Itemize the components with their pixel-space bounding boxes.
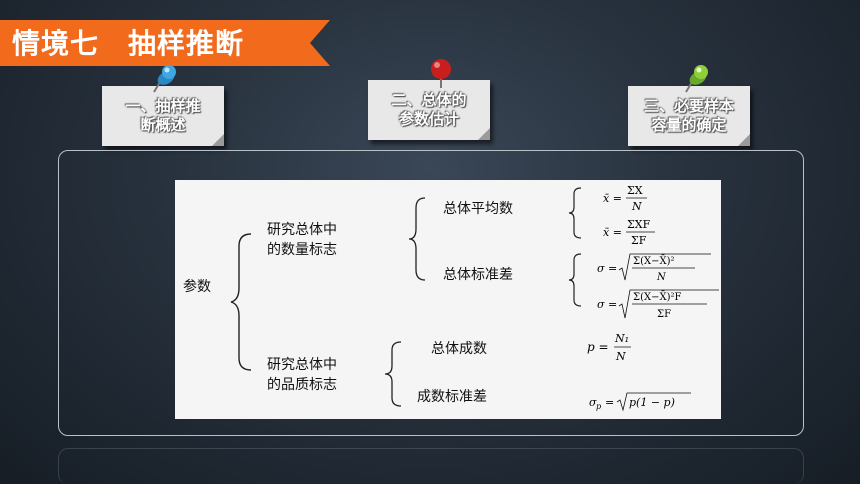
- parameter-diagram: 参数 研究总体中 的数量标志 研究总体中 的品质标志 总体平均数 总体标准差 总…: [175, 180, 721, 419]
- svg-text:p(1 − p): p(1 − p): [629, 396, 675, 409]
- proportion-label: 总体成数: [431, 341, 487, 357]
- pushpin-icon: [431, 59, 451, 88]
- svg-text:σ =: σ =: [597, 298, 617, 311]
- std-brace: [568, 253, 582, 307]
- quantity-brace: [408, 197, 426, 281]
- note-label: 三、必要样本 容量的确定: [643, 97, 734, 134]
- svg-text:x̄ =: x̄ =: [603, 192, 622, 205]
- mean-brace: [568, 187, 582, 239]
- proportion-std-label: 成数标准差: [417, 389, 487, 405]
- root-brace: [230, 233, 252, 371]
- page-title: 情境七 抽样推断: [12, 27, 245, 60]
- mean-label: 总体平均数: [443, 201, 513, 217]
- formula-weighted-std: σ = Σ(X−X̄)²F ΣF: [597, 289, 719, 320]
- svg-text:p: p: [596, 402, 601, 411]
- svg-text:ΣF: ΣF: [631, 234, 647, 247]
- svg-text:=: =: [605, 396, 614, 409]
- svg-text:ΣX: ΣX: [627, 184, 643, 197]
- formula-simple-std: σ = Σ(X−X̄)² N: [597, 253, 711, 283]
- title-banner: [0, 20, 330, 66]
- pushpin-icon: [685, 65, 708, 93]
- svg-text:N₁: N₁: [614, 332, 629, 345]
- note-sampling-overview[interactable]: 一、抽样推 断概述: [102, 86, 224, 146]
- svg-text:ΣXF: ΣXF: [627, 218, 651, 231]
- frame-reflection: [58, 448, 804, 484]
- svg-text:p =: p =: [587, 340, 609, 354]
- svg-text:Σ(X−X̄)²F: Σ(X−X̄)²F: [633, 291, 681, 303]
- quality-branch-label: 研究总体中 的品质标志: [267, 357, 337, 393]
- svg-text:N: N: [656, 272, 667, 283]
- formula-weighted-mean: x̄ = ΣXF ΣF: [603, 218, 655, 247]
- note-label: 一、抽样推 断概述: [125, 97, 201, 134]
- svg-text:ΣF: ΣF: [657, 309, 671, 320]
- quality-brace: [384, 341, 402, 407]
- root-label: 参数: [183, 279, 211, 295]
- pushpin-icon: [153, 65, 176, 93]
- content-frame: [58, 150, 804, 436]
- std-label: 总体标准差: [443, 267, 513, 283]
- svg-text:σ: σ: [589, 396, 597, 409]
- formula-proportion: p = N₁ N: [587, 332, 631, 363]
- quantity-branch-label: 研究总体中 的数量标志: [267, 222, 337, 258]
- svg-text:N: N: [631, 200, 642, 213]
- svg-text:σ =: σ =: [597, 262, 617, 275]
- svg-text:x̄ =: x̄ =: [603, 226, 622, 239]
- note-parameter-estimation[interactable]: 二、总体的 参数估计: [368, 80, 490, 140]
- svg-text:N: N: [615, 350, 626, 363]
- note-label: 二、总体的 参数估计: [391, 91, 467, 128]
- note-sample-size[interactable]: 三、必要样本 容量的确定: [628, 86, 750, 146]
- svg-text:Σ(X−X̄)²: Σ(X−X̄)²: [633, 255, 675, 267]
- formula-simple-mean: x̄ = ΣX N: [603, 184, 647, 213]
- formula-proportion-std: σ p = p(1 − p): [589, 392, 691, 412]
